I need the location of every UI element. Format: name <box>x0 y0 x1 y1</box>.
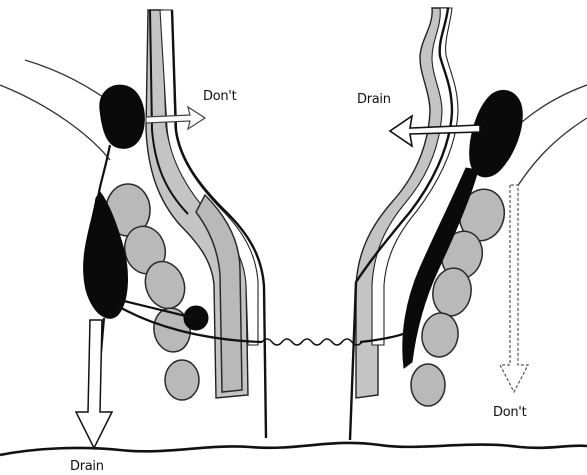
right-inner-contour <box>512 118 587 195</box>
left-muscle-oval-5 <box>165 360 199 400</box>
right-upper-abscess <box>470 90 523 176</box>
label-drain-bottom-left: Drain <box>70 459 104 474</box>
right-muscle-oval-5 <box>411 364 445 406</box>
label-dont-bottom-right: Don't <box>493 405 527 420</box>
skin-surface-line <box>0 443 587 455</box>
right-muscle-oval-4 <box>419 311 461 360</box>
label-drain-top-right: Drain <box>357 92 391 107</box>
label-dont-top-left: Don't <box>203 89 237 104</box>
left-outer-contour <box>0 85 110 160</box>
left-upper-abscess <box>100 85 145 148</box>
dentate-line <box>262 339 362 345</box>
left-internal-opening <box>184 306 208 330</box>
drain-arrow-bottom-left <box>76 320 112 448</box>
